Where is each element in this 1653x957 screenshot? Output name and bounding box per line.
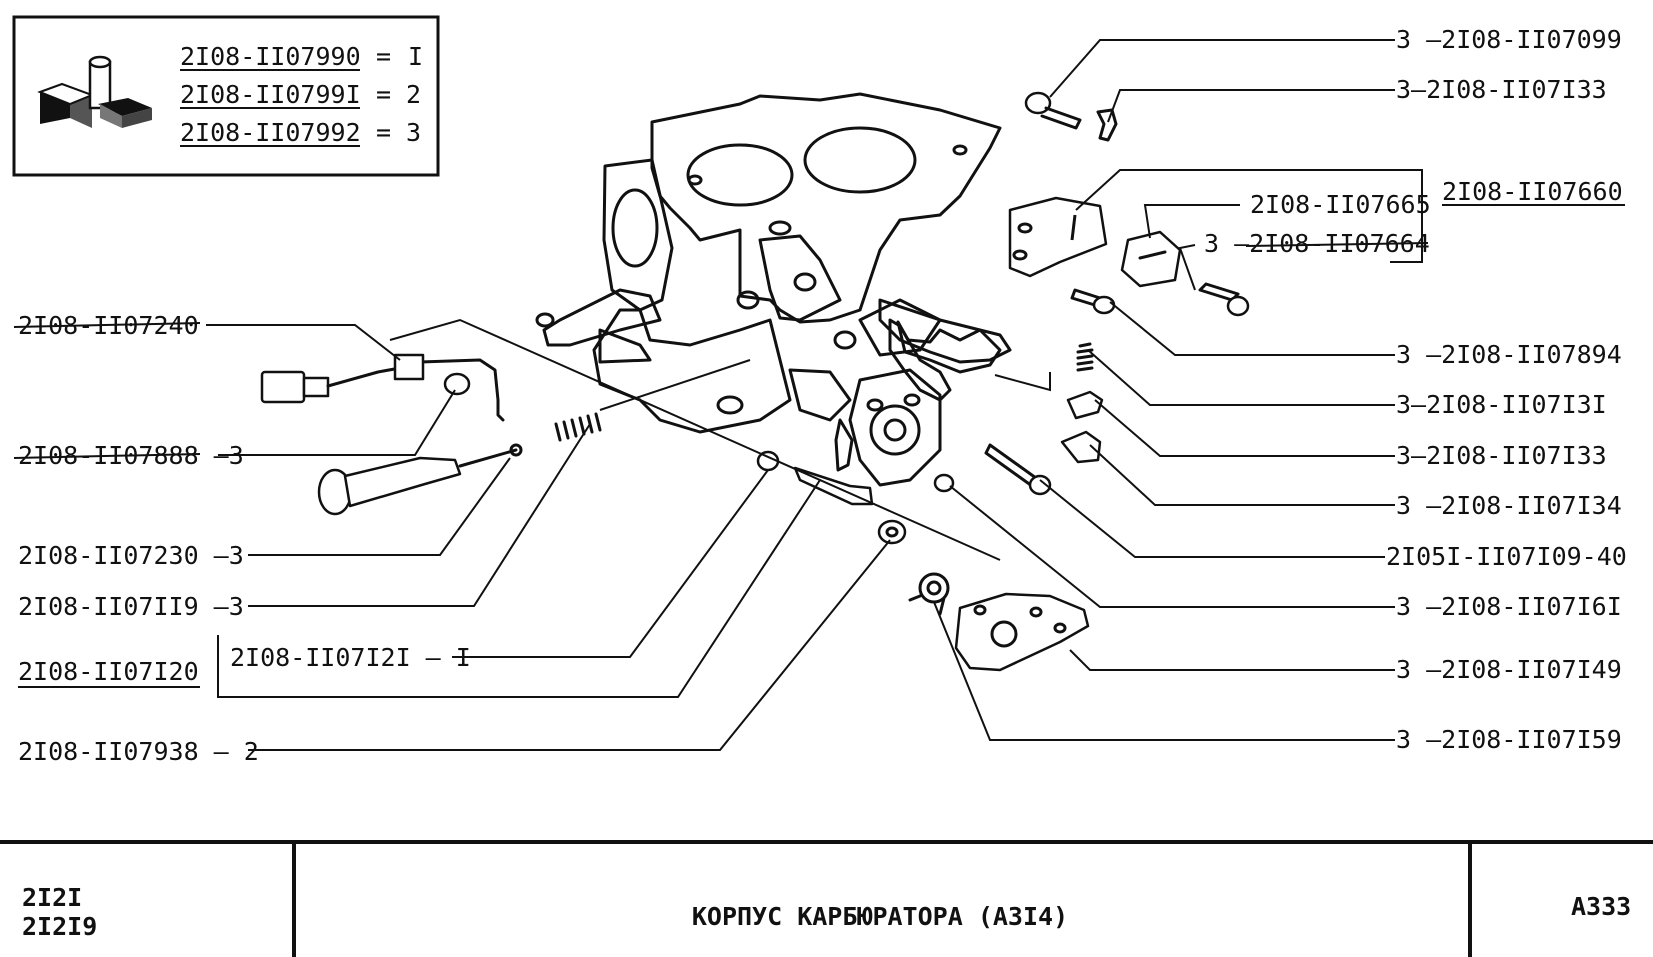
leader-lines-left [206, 324, 891, 751]
page-number: А333 [1571, 892, 1631, 921]
callout-07134: 3 —2I08-II07I34 [1396, 491, 1622, 520]
part-washer-161 [933, 473, 955, 493]
part-spring-119 [554, 412, 602, 442]
callout-07133: 3—2I08-II07I33 [1396, 441, 1607, 470]
callout-07894: 3 —2I08-II07894 [1396, 340, 1622, 369]
legend-num-1: I [408, 42, 423, 71]
part-screw-888 [443, 372, 471, 396]
part-screw-109 [984, 443, 1052, 496]
legend-num-2: 2 [406, 80, 421, 109]
leader-lines-right [933, 39, 1423, 741]
part-lever-149 [954, 592, 1090, 672]
callouts-right: 3 —2I08-II07099 3—2I08-II07I33 2I08-II07… [1204, 25, 1627, 754]
callout-07131: 3—2I08-II07I3I [1396, 390, 1607, 419]
part-oring-938 [877, 519, 907, 545]
callout-21051-07109: 2I05I-II07I09-40 [1386, 542, 1627, 571]
legend-icon [37, 55, 152, 128]
title-block: 2I2I 2I2I9 КОРПУС КАРБЮРАТОРА (А3I4) А33… [0, 840, 1653, 957]
callout-07149: 3 —2I08-II07I49 [1396, 655, 1622, 684]
part-lever-134 [1060, 430, 1102, 464]
model-code-2: 2I2I9 [22, 912, 97, 941]
legend-code-3: 2I08-II07992 [180, 118, 361, 147]
part-clip-top [1096, 108, 1118, 142]
part-bracket-small [1120, 230, 1182, 288]
part-spring-159 [908, 572, 950, 616]
part-spring-131 [1076, 342, 1094, 372]
callout-07660: 2I08-II07660 [1442, 177, 1623, 206]
callout-07159: 3 —2I08-II07I59 [1396, 725, 1622, 754]
legend-eq-1: = [376, 42, 391, 71]
callout-07121: 2I08-II07I2I — I [230, 643, 471, 672]
legend-code-1: 2I08-II07990 [180, 42, 361, 71]
callout-07938: 2I08-II07938 — 2 [18, 737, 259, 766]
carburetor-body [535, 92, 1012, 487]
legend-eq-3: = [376, 118, 391, 147]
part-bracket-large [1008, 196, 1108, 278]
part-screw-bracket [1198, 282, 1250, 317]
part-screw-top [1024, 91, 1082, 130]
model-code-1: 2I2I [22, 883, 82, 912]
part-screw-894 [1070, 288, 1116, 315]
callout-07119: 2I08-II07II9 —3 [18, 592, 244, 621]
callout-07133-top: 3—2I08-II07I33 [1396, 75, 1607, 104]
legend-num-3: 3 [406, 118, 421, 147]
callout-07099: 3 —2I08-II07099 [1396, 25, 1622, 54]
callout-07120: 2I08-II07I20 [18, 657, 199, 686]
part-screw-230 [317, 443, 523, 516]
legend-eq-2: = [376, 80, 391, 109]
callout-07665: 2I08-II07665 [1250, 190, 1431, 219]
callout-07230: 2I08-II07230 —3 [18, 541, 244, 570]
legend-box: 2I08-II07990 = I 2I08-II0799I = 2 2I08-I… [12, 15, 440, 177]
callouts-left: 2I08-II07240 2I08-II07888 —3 2I08-II0723… [13, 311, 471, 766]
page-title: КОРПУС КАРБЮРАТОРА (А3I4) [692, 902, 1068, 931]
part-lever-133 [1066, 390, 1104, 420]
legend-code-2: 2I08-II0799I [180, 80, 361, 109]
callout-07161: 3 —2I08-II07I6I [1396, 592, 1622, 621]
